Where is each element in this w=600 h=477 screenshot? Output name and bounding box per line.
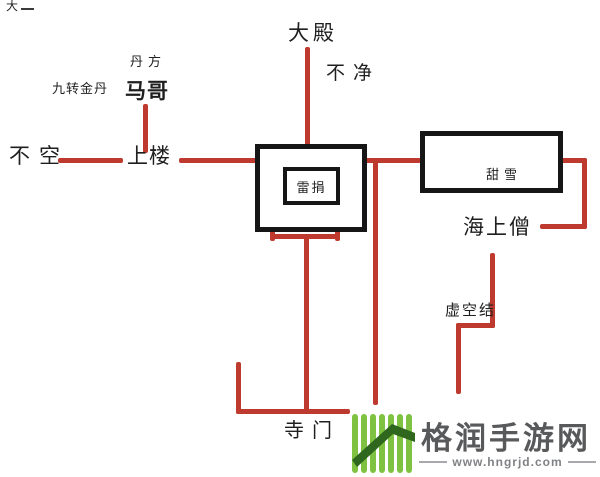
url-dash-left (419, 461, 448, 463)
corner-artifact-glyph: 大 (6, 0, 19, 13)
path-bottom-left-vertical (236, 362, 241, 414)
label-dadian: 大殿 (288, 21, 338, 45)
hall-inner-label: 雷捐 (296, 180, 327, 196)
label-jiuzhuan-jindan: 九转金丹 (52, 82, 109, 97)
corner-artifact-dash (21, 8, 34, 10)
path-mage-to-shanglou (143, 104, 148, 153)
path-hall-exit-right-stub (335, 230, 340, 241)
path-xukongjie-horizontal (456, 323, 495, 328)
path-tianxue-exit (561, 158, 587, 163)
path-branch-down (373, 160, 378, 405)
path-right-down (582, 158, 587, 229)
path-to-haishangseng (540, 224, 587, 229)
label-danfang: 丹方 (130, 55, 167, 70)
site-logo-icon (352, 414, 416, 473)
hall-outer-box (255, 144, 367, 232)
label-bukong: 不空 (9, 144, 69, 168)
path-dadian-to-hall (305, 47, 310, 146)
label-mage: 马哥 (125, 78, 169, 103)
path-haishangseng-down (490, 253, 495, 328)
label-shanglou: 上楼 (127, 144, 171, 168)
path-hall-to-simen (304, 237, 309, 413)
path-hall-exit-bar (270, 234, 340, 239)
label-haishangseng: 海上僧 (463, 215, 532, 239)
path-shanglou-to-hall (179, 158, 257, 163)
label-xukongjie: 虚空结 (445, 301, 497, 319)
label-simen: 寺门 (284, 418, 340, 442)
hall-inner-box: 雷捐 (283, 167, 340, 205)
label-tianxue: 甜雪 (486, 168, 523, 183)
path-bukong-to-shanglou (58, 158, 123, 163)
site-url-row: www.hngrjd.com (419, 455, 597, 469)
site-name: 格润手游网 (421, 421, 591, 456)
path-simen-horizontal (236, 409, 350, 414)
path-xukongjie-down (456, 323, 461, 394)
label-bujing: 不净 (326, 62, 381, 84)
url-dash-right (567, 461, 597, 463)
tianxue-box (420, 131, 563, 193)
site-url: www.hngrjd.com (452, 455, 563, 469)
path-hall-to-tianxue (365, 158, 421, 163)
